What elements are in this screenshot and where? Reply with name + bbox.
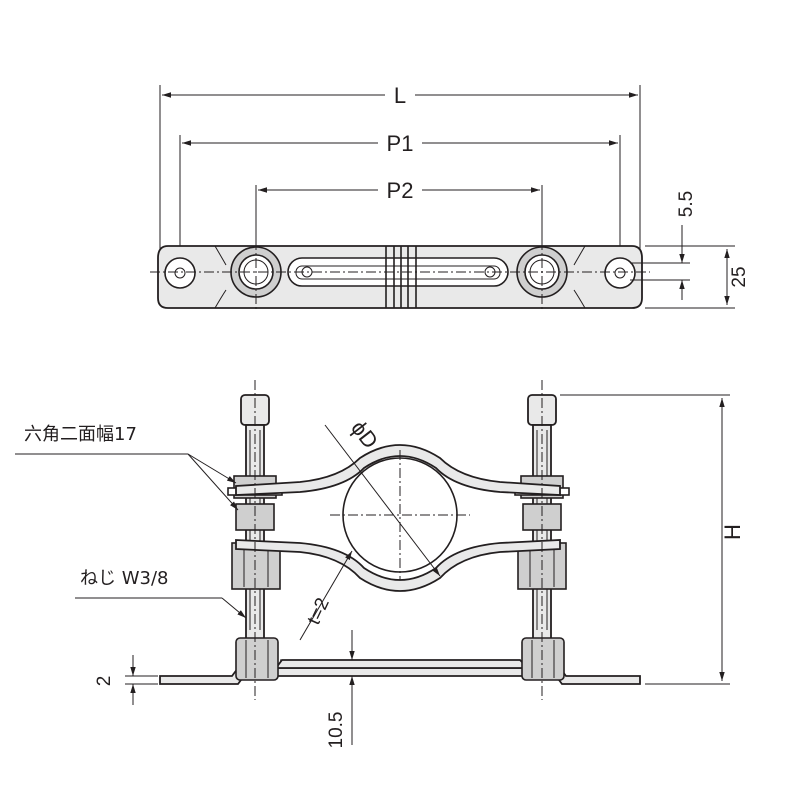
dim-label-p2: P2 xyxy=(387,178,414,203)
dim-label-5-5: 5.5 xyxy=(676,191,697,217)
dim-label-25: 25 xyxy=(729,266,750,287)
callout-hex-width: 六角二面幅17 xyxy=(24,424,137,445)
front-view: ϕD t=2 六角二面幅17 ねじ W3/8 H 2 10.5 xyxy=(15,380,745,748)
nut-left-base xyxy=(235,637,279,681)
band-lower xyxy=(235,539,561,592)
band-upper xyxy=(235,444,561,496)
end-hole-right xyxy=(604,257,636,289)
dim-label-l: L xyxy=(394,83,406,108)
nut-right-base xyxy=(521,637,565,681)
dim-label-phi-d: ϕD xyxy=(346,416,383,454)
end-hole-left xyxy=(164,257,196,289)
dim-label-p1: P1 xyxy=(387,131,414,156)
dim-label-h: H xyxy=(720,524,745,540)
callout-screw: ねじ W3/8 xyxy=(80,568,169,589)
top-view: L P1 P2 xyxy=(150,83,750,312)
dim-label-t: t=2 xyxy=(303,595,333,628)
dim-label-10-5: 10.5 xyxy=(326,712,347,749)
dim-label-2: 2 xyxy=(94,676,115,687)
base-plate xyxy=(159,667,641,685)
